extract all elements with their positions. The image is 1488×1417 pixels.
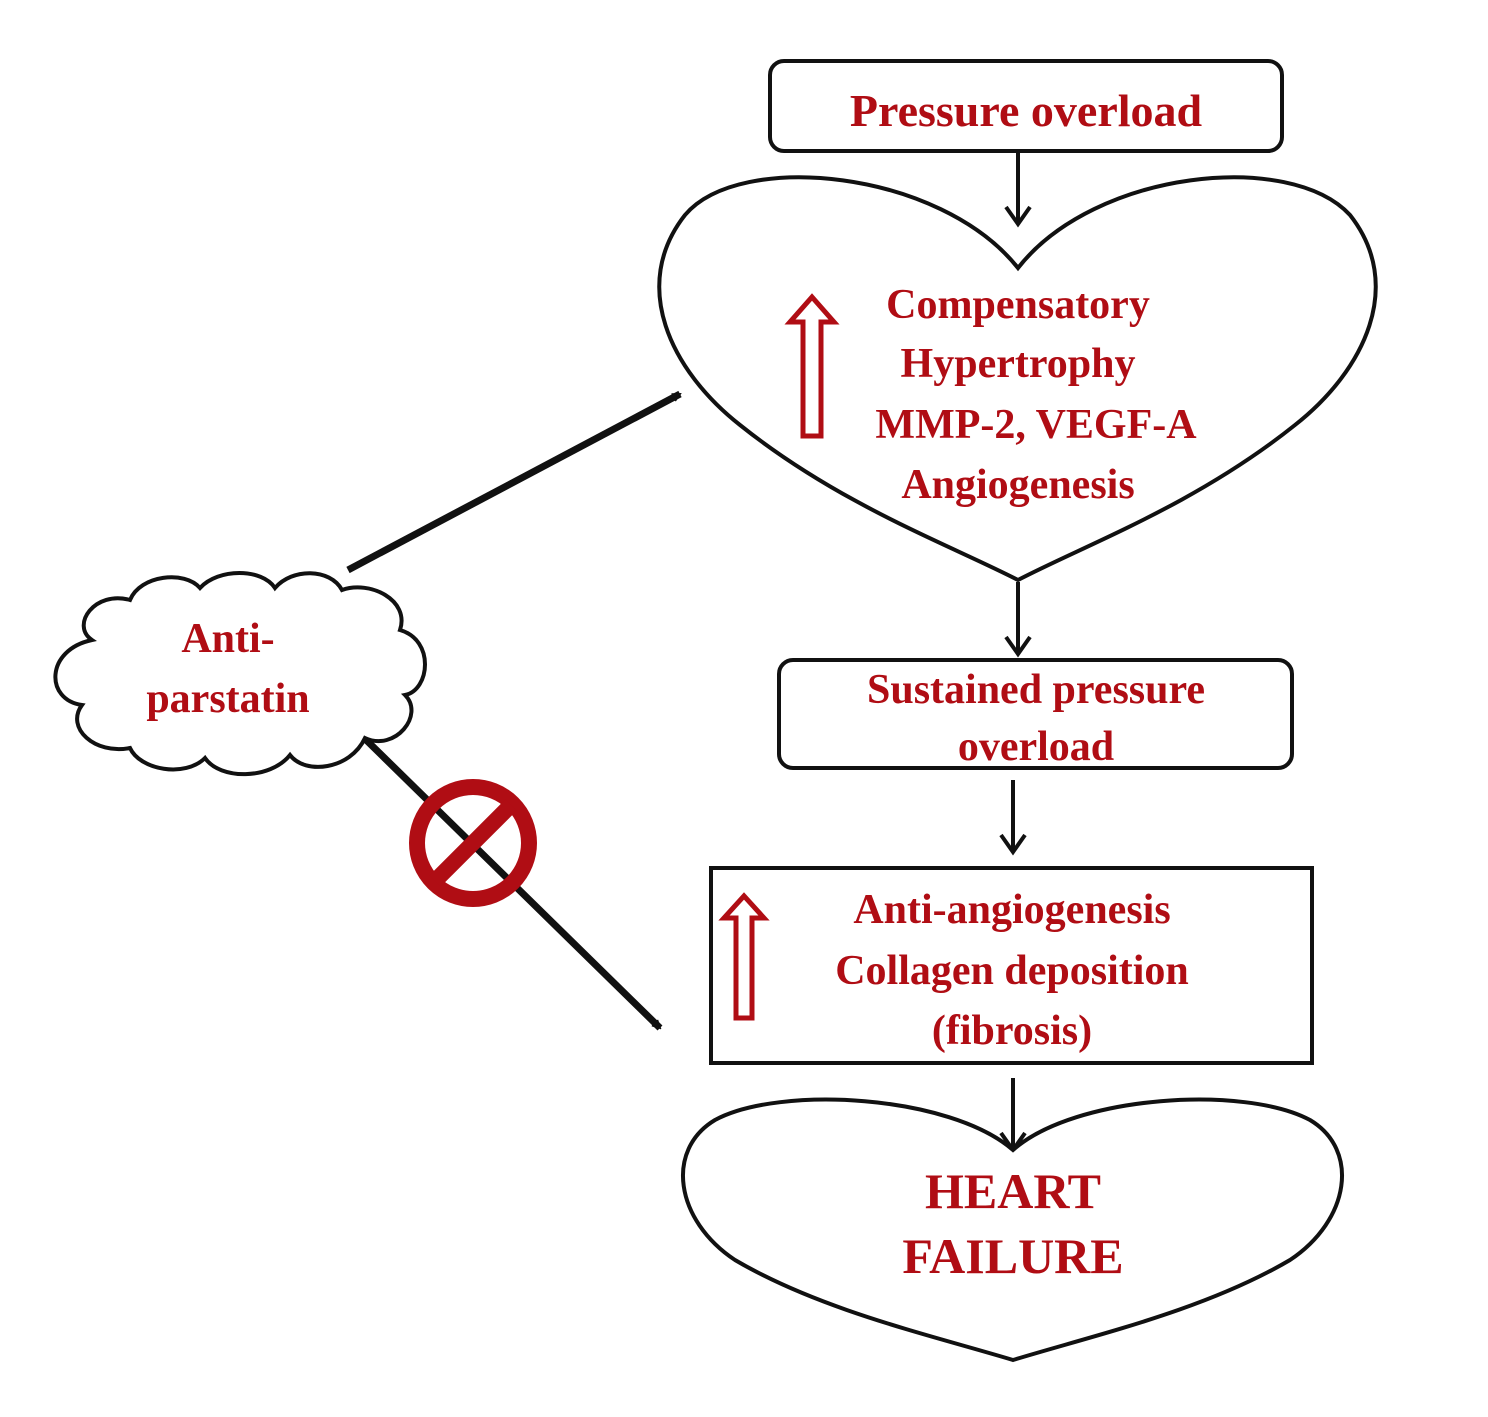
heart-label: HEART bbox=[925, 1163, 1101, 1219]
arrow-pressure-to-heart bbox=[1004, 153, 1032, 228]
arrow-sustained-to-fibrosis bbox=[999, 780, 1027, 856]
anti-parstatin-label-line1: Anti- bbox=[181, 616, 274, 662]
prohibition-sign-icon bbox=[409, 779, 537, 907]
collagen-deposition-label: Collagen deposition bbox=[835, 948, 1189, 994]
compensatory-heart: Compensatory Hypertrophy MMP-2, VEGF-A A… bbox=[657, 175, 1378, 583]
heart-failure-heart: HEART FAILURE bbox=[681, 1097, 1344, 1363]
arrow-heart-to-sustained bbox=[1004, 582, 1032, 658]
mmp2-vegfa-label: MMP-2, VEGF-A bbox=[875, 402, 1197, 448]
angiogenesis-label: Angiogenesis bbox=[901, 462, 1134, 508]
anti-angiogenesis-label: Anti-angiogenesis bbox=[853, 887, 1170, 933]
arrow-parstatin-to-compensatory bbox=[346, 390, 680, 574]
sustained-pressure-box: Sustained pressure overload bbox=[777, 658, 1294, 770]
compensatory-label: Compensatory bbox=[886, 282, 1150, 328]
fibrosis-box: Anti-angiogenesis Collagen deposition (f… bbox=[709, 866, 1314, 1065]
sustained-label-line1: Sustained pressure bbox=[867, 667, 1205, 713]
pressure-overload-box: Pressure overload bbox=[768, 59, 1284, 153]
arrow-fibrosis-to-failure bbox=[999, 1078, 1027, 1154]
sustained-label-line2: overload bbox=[958, 724, 1114, 770]
failure-label: FAILURE bbox=[902, 1228, 1123, 1284]
hypertrophy-label: Hypertrophy bbox=[901, 341, 1136, 387]
pressure-overload-label: Pressure overload bbox=[850, 85, 1203, 136]
anti-parstatin-cloud: Anti- parstatin bbox=[53, 571, 427, 777]
increase-arrow-icon bbox=[718, 892, 770, 1021]
fibrosis-label: (fibrosis) bbox=[932, 1008, 1092, 1054]
anti-parstatin-label-line2: parstatin bbox=[146, 676, 309, 722]
increase-arrow-icon bbox=[784, 293, 840, 439]
